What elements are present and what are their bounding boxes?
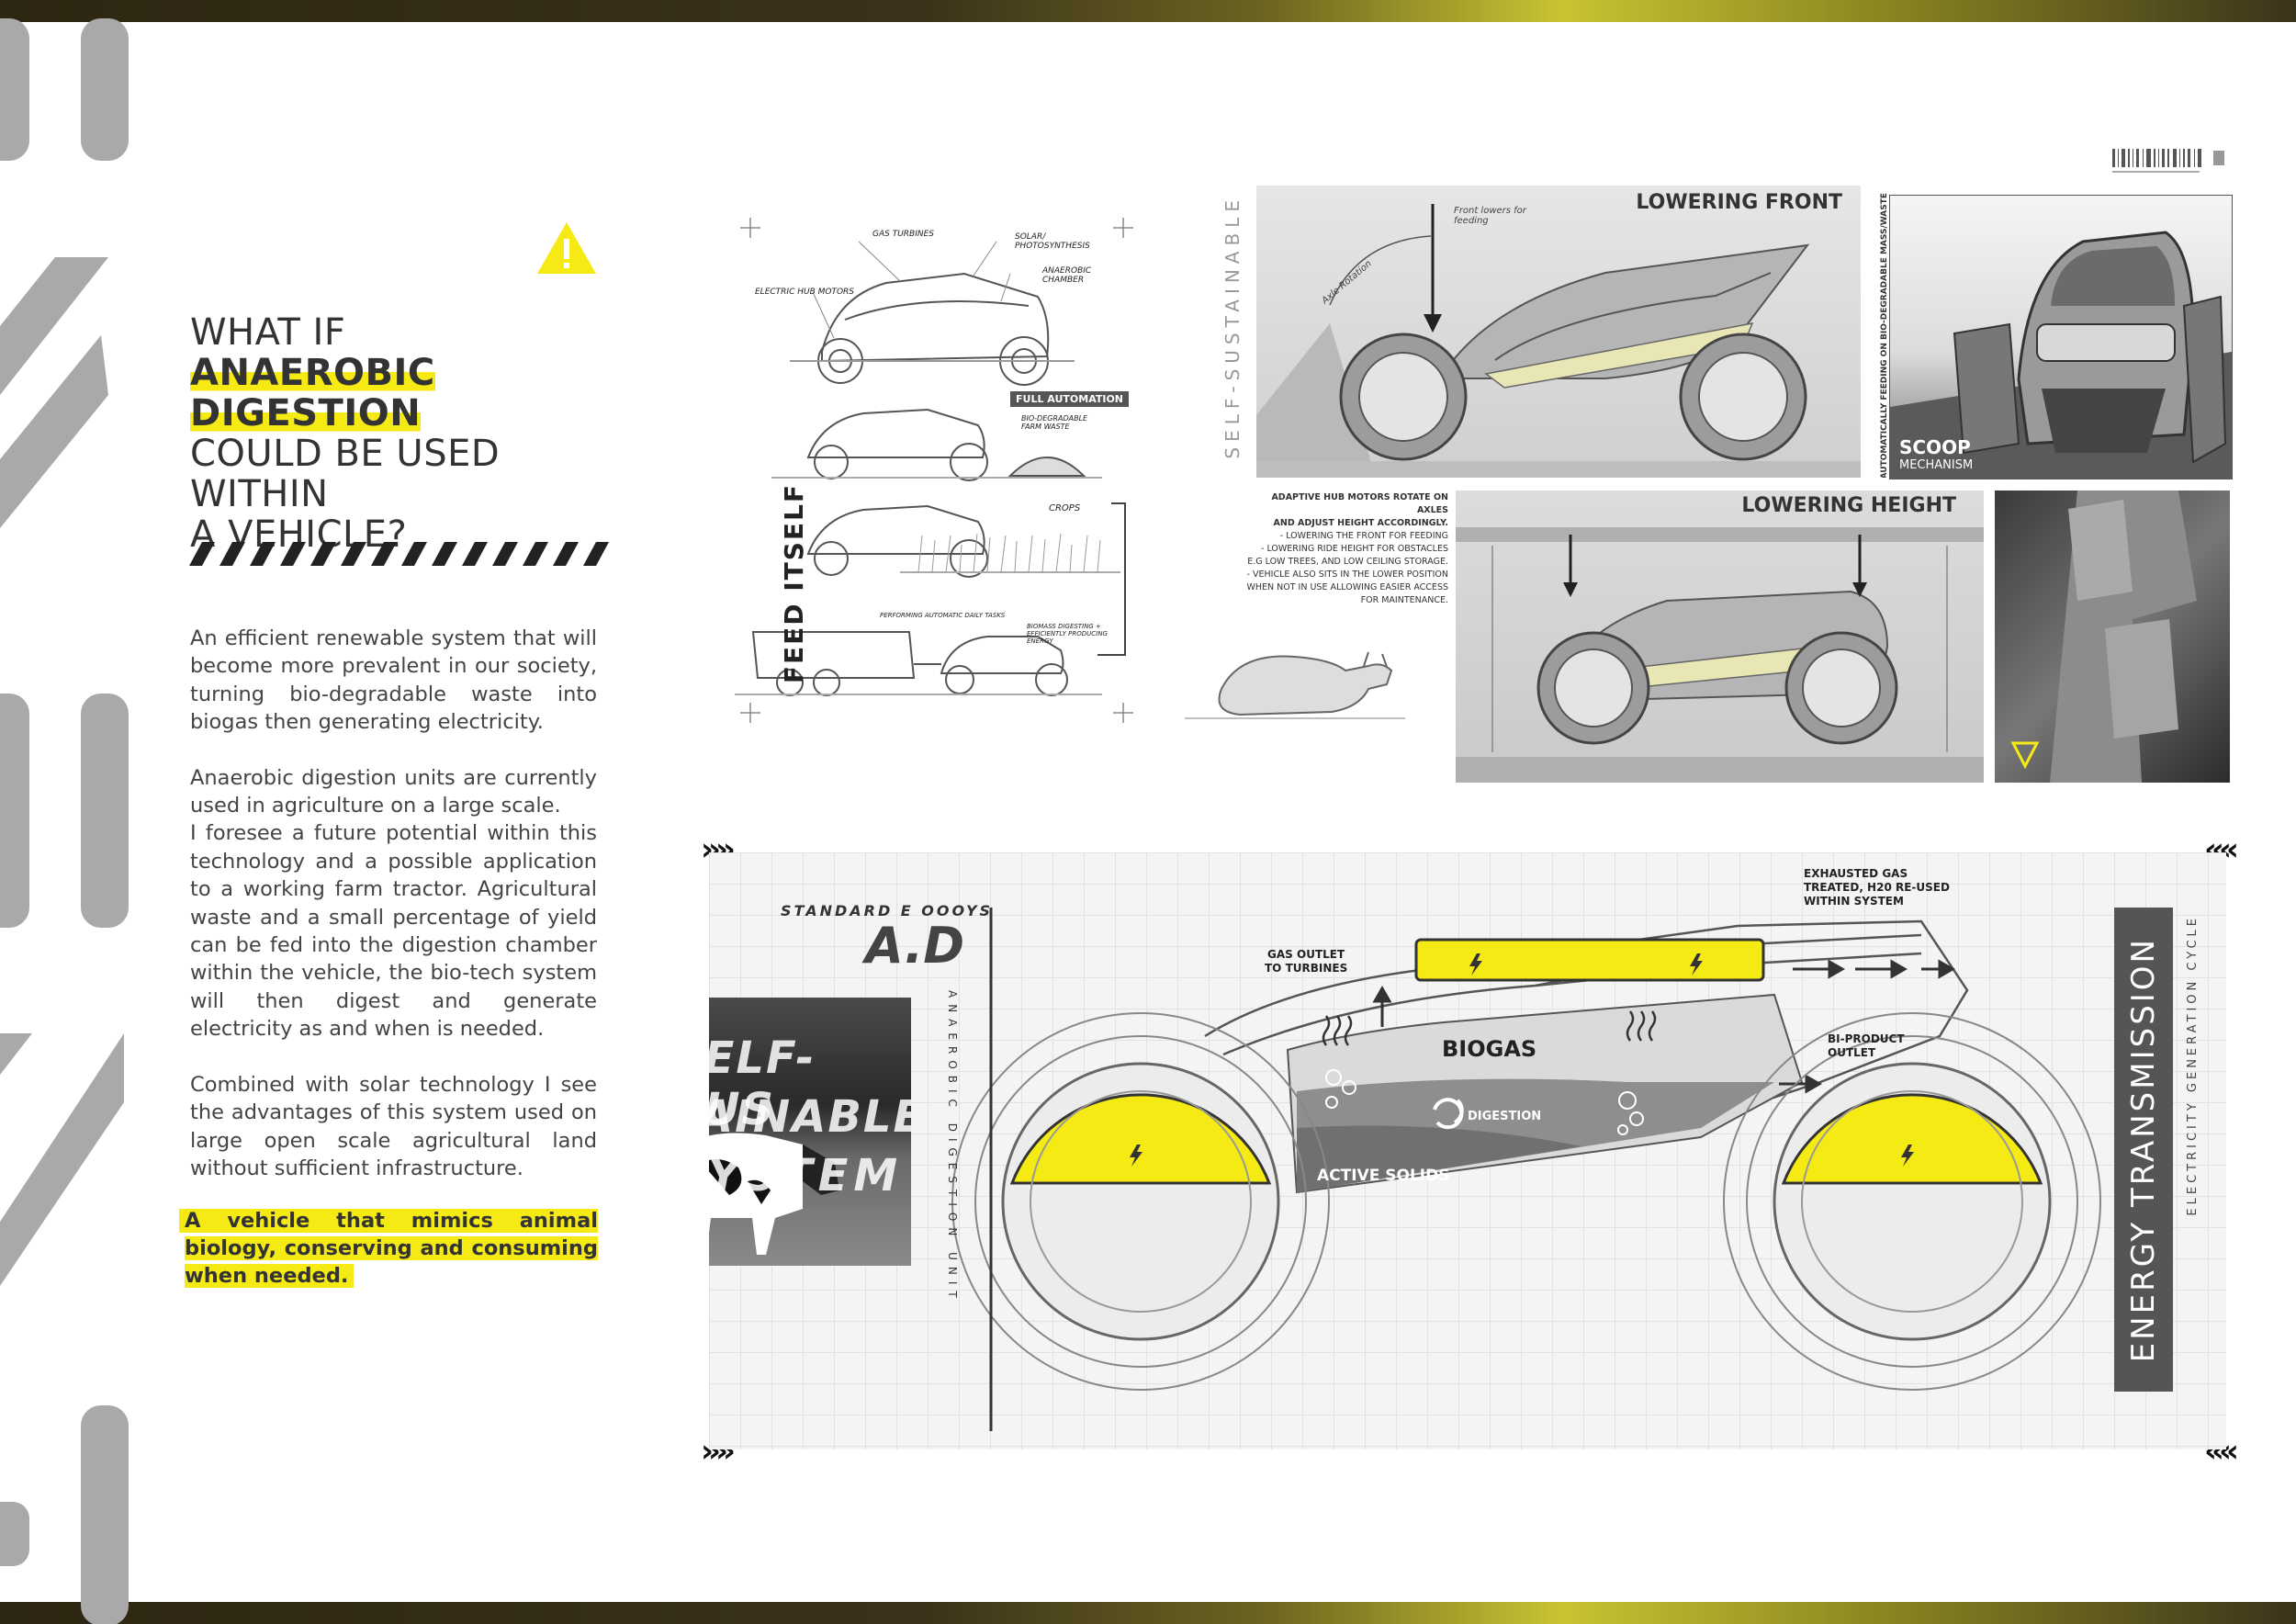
- generation-cycle-label: ELECTRICITY GENERATION CYCLE: [2186, 915, 2200, 1216]
- bottom-band: [0, 1602, 2296, 1624]
- exhausted-line-3: WITHIN SYSTEM: [1804, 895, 1904, 908]
- barcode-icon: [2112, 149, 2224, 173]
- cow-sketch: [1185, 651, 1405, 719]
- scoop-title: SCOOP: [1899, 436, 1971, 458]
- scoop-render: [1890, 231, 2232, 479]
- wheel-closeup-panel: [1995, 491, 2230, 783]
- left-decoration: [0, 18, 129, 1624]
- label-farm-waste: BIO-DEGRADABLE FARM WASTE: [1021, 414, 1088, 431]
- lowering-height-panel: LOWERING HEIGHT: [1456, 491, 1984, 783]
- cow-photo: SELF-SUS TAINABLE SYSTEM: [709, 998, 911, 1266]
- energy-transmission-banner: ENERGY TRANSMISSION: [2114, 908, 2173, 1392]
- label-crops: CROPS: [1049, 503, 1081, 513]
- label-electric-hub-motors: ELECTRIC HUB MOTORS: [755, 288, 855, 297]
- wheel-closeup-render: [2010, 491, 2197, 783]
- body-paragraph-3: Combined with solar technology I see the…: [190, 1072, 597, 1180]
- lowering-front-title: LOWERING FRONT: [1636, 191, 1842, 214]
- ad-vertical-text: ANAEROBIC DIGESTION UNIT: [946, 990, 959, 1304]
- adaptive-line-4: - LOWERING RIDE HEIGHT FOR OBSTACLES: [1261, 544, 1448, 554]
- body-paragraph-2b: I foresee a future potential within this…: [190, 821, 597, 1042]
- self-sustainable-text: SELF-SUSTAINABLE: [1221, 195, 1244, 459]
- label-daily-tasks: PERFORMING AUTOMATIC DAILY TASKS: [880, 612, 1006, 619]
- digestion-label: DIGESTION: [1468, 1110, 1542, 1123]
- biogas-label: BIOGAS: [1442, 1036, 1537, 1062]
- lowering-front-note: Front lowers for feeding: [1454, 206, 1526, 226]
- ad-panel: STANDARD E OOOYS A.D ANAEROBIC DIGESTION…: [709, 852, 2226, 1449]
- feed-itself-title-text: FEED ITSELF: [779, 483, 809, 684]
- biproduct-line-2: OUTLET: [1828, 1046, 1876, 1059]
- scoop-subtitle: MECHANISM: [1899, 458, 1974, 472]
- self-sustainable-label: SELF-SUSTAINABLE: [1221, 195, 1244, 464]
- scoop-panel: SCOOP MECHANISM: [1889, 195, 2233, 479]
- label-gas-turbines: GAS TURBINES: [872, 230, 935, 239]
- adaptive-line-8: FOR MAINTENANCE.: [1360, 595, 1448, 605]
- adaptive-hub-text: ADAPTIVE HUB MOTORS ROTATE ON AXLES AND …: [1244, 491, 1448, 607]
- ad-vehicle-diagram: [951, 908, 2101, 1431]
- ad-title: A.D: [865, 917, 965, 975]
- lowering-front-panel: LOWERING FRONT Front lowers for feeding …: [1256, 186, 1861, 478]
- adaptive-line-3: - LOWERING THE FRONT FOR FEEDING: [1279, 531, 1448, 541]
- highlight-paragraph: A vehicle that mimics animal biology, co…: [185, 1207, 598, 1290]
- body-paragraph-2a: Anaerobic digestion units are currently …: [190, 765, 597, 818]
- body-paragraph-1: An efficient renewable system that will …: [190, 626, 597, 735]
- label-full-automation: FULL AUTOMATION: [1010, 391, 1130, 407]
- feed-itself-panel: FEED ITSELF GAS TURBINES SOLAR/ PHOTOSYN…: [735, 209, 1139, 733]
- headline: WHAT IF ANAEROBIC DIGESTION COULD BE USE…: [190, 312, 631, 555]
- label-energy: BIOMASS DIGESTING + EFFICIENTLY PRODUCIN…: [1027, 623, 1108, 645]
- gas-outlet-line-1: GAS OUTLET: [1267, 948, 1345, 961]
- highlight-text: A vehicle that mimics animal biology, co…: [185, 1209, 598, 1288]
- exhausted-line-2: TREATED, H20 RE-USED: [1804, 881, 1950, 894]
- photo-text-2: TAINABLE: [709, 1091, 911, 1143]
- photo-text-1: SELF-SUS: [709, 1032, 816, 1135]
- adaptive-line-2: AND ADJUST HEIGHT ACCORDINGLY.: [1273, 518, 1448, 528]
- body-text: An efficient renewable system that will …: [190, 625, 597, 1210]
- headline-line-1: WHAT IF: [190, 311, 346, 354]
- headline-line-2: ANAEROBIC DIGESTION: [190, 352, 631, 434]
- lowering-height-sketch: [1456, 527, 1984, 783]
- biproduct-line-1: BI-PRODUCT: [1828, 1032, 1905, 1045]
- exhausted-gas-label: EXHAUSTED GAS TREATED, H20 RE-USED WITHI…: [1804, 867, 1950, 908]
- lowering-front-sketch: [1256, 204, 1861, 478]
- lowering-height-title: LOWERING HEIGHT: [1741, 494, 1956, 517]
- adaptive-line-7: WHEN NOT IN USE ALLOWING EASIER ACCESS: [1246, 582, 1448, 592]
- adaptive-line-5: E.G LOW TREES, AND LOW CEILING STORAGE.: [1247, 557, 1448, 567]
- photo-text-3: SYSTEM: [709, 1150, 904, 1201]
- brand-text: STANDARD E OOOYS: [781, 902, 994, 919]
- label-anaerobic-chamber: ANAEROBIC CHAMBER: [1042, 266, 1092, 285]
- headline-highlight: ANAEROBIC DIGESTION: [190, 352, 435, 434]
- cow-photo-image: [709, 1133, 839, 1255]
- generation-cycle-text: ELECTRICITY GENERATION CYCLE: [2186, 915, 2200, 1216]
- active-solids-label: ACTIVE SOLIDS: [1317, 1167, 1450, 1185]
- exhausted-line-1: EXHAUSTED GAS: [1804, 867, 1908, 880]
- gas-outlet-line-2: TO TURBINES: [1265, 962, 1348, 975]
- label-solar: SOLAR/ PHOTOSYNTHESIS: [1015, 232, 1090, 251]
- energy-transmission-text: ENERGY TRANSMISSION: [2125, 936, 2162, 1363]
- top-band: [0, 0, 2296, 22]
- gas-outlet-label: GAS OUTLET TO TURBINES: [1265, 948, 1347, 976]
- adaptive-line-6: - VEHICLE ALSO SITS IN THE LOWER POSITIO…: [1246, 570, 1448, 580]
- adaptive-line-1: ADAPTIVE HUB MOTORS ROTATE ON AXLES: [1271, 492, 1448, 515]
- feed-itself-sketches: [735, 218, 1133, 723]
- warning-icon: [537, 222, 596, 274]
- scoop-side-text-wrap: AUTOMATICALLY FEEDING ON BIO-DEGRADABLE …: [1880, 193, 1889, 478]
- headline-line-3: COULD BE USED WITHIN: [190, 433, 501, 515]
- hatch-divider: [189, 542, 609, 566]
- biproduct-label: BI-PRODUCT OUTLET: [1828, 1032, 1905, 1060]
- scoop-side-text: AUTOMATICALLY FEEDING ON BIO-DEGRADABLE …: [1880, 193, 1889, 478]
- feed-itself-title: FEED ITSELF: [779, 483, 809, 690]
